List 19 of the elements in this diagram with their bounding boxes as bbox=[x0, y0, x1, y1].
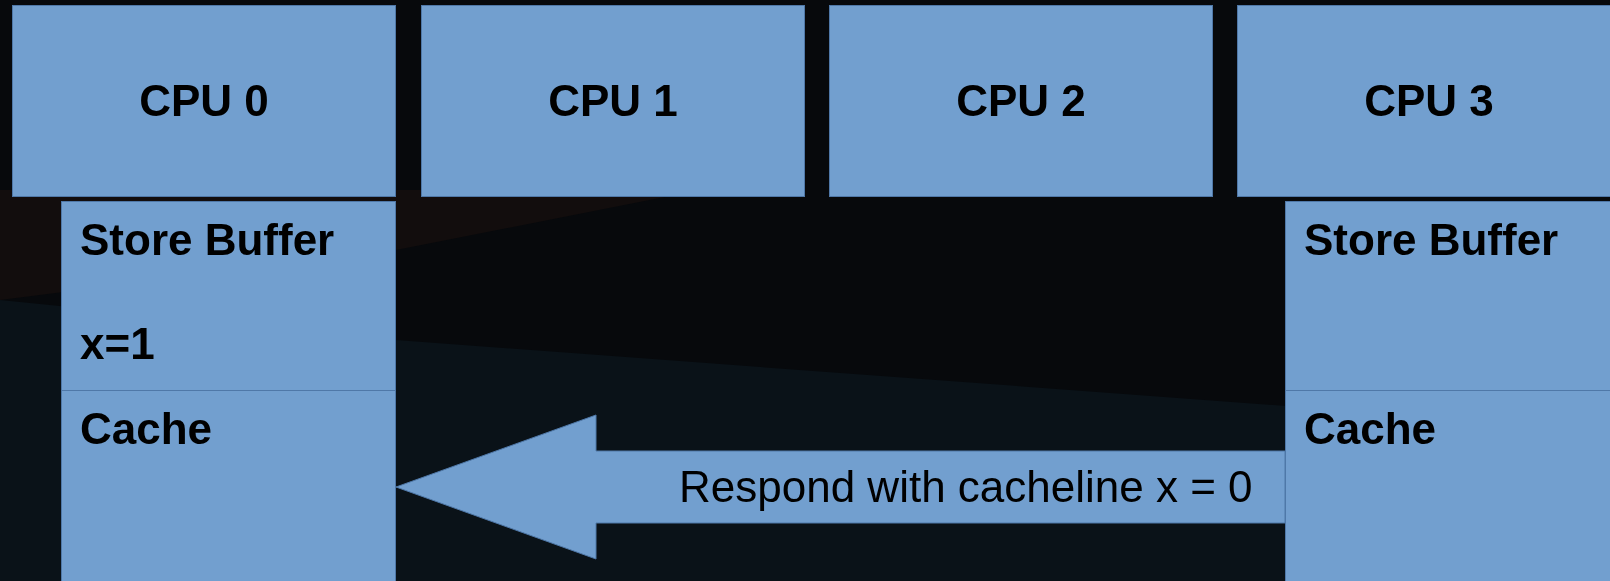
box-title: Cache bbox=[1304, 405, 1437, 454]
edge-label: Respond with cacheline x = 0 bbox=[679, 465, 1253, 509]
cpu-box bbox=[829, 5, 1213, 197]
box-title: CPU 2 bbox=[956, 76, 1086, 126]
buffer-entry: x=1 bbox=[80, 320, 155, 369]
cpu-box bbox=[1237, 5, 1610, 197]
block-arrow bbox=[395, 414, 1286, 560]
box-title: Store Buffer bbox=[1304, 216, 1559, 265]
box-title: CPU 1 bbox=[548, 76, 678, 126]
store-buffer-box bbox=[61, 201, 396, 391]
cpu-box bbox=[421, 5, 805, 197]
cache-box bbox=[1285, 390, 1610, 581]
cpu-box bbox=[12, 5, 396, 197]
box-title: CPU 3 bbox=[1364, 76, 1494, 126]
box-title: Cache bbox=[80, 405, 213, 454]
box-title: Store Buffer bbox=[80, 216, 335, 265]
cache-box bbox=[61, 390, 396, 581]
store-buffer-box bbox=[1285, 201, 1610, 391]
box-title: CPU 0 bbox=[139, 76, 269, 126]
